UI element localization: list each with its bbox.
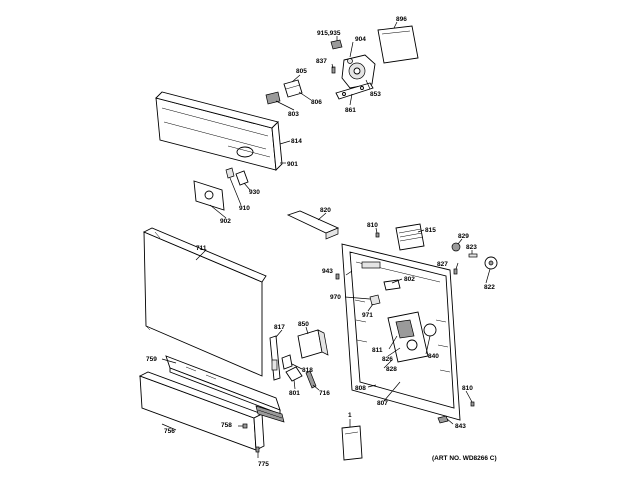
label-716: 716 bbox=[319, 390, 330, 397]
label-822: 822 bbox=[484, 284, 495, 291]
label-943: 943 bbox=[322, 268, 333, 275]
label-758: 758 bbox=[221, 422, 232, 429]
part-843-hinge bbox=[437, 415, 449, 424]
label-711: 711 bbox=[196, 245, 207, 252]
label-775: 775 bbox=[258, 461, 269, 468]
part-829-gear bbox=[451, 242, 461, 252]
part-820-bracket bbox=[286, 210, 340, 240]
part-810-screw-top bbox=[375, 232, 380, 238]
label-818: 818 bbox=[302, 367, 313, 374]
part-756-toe-kick bbox=[138, 371, 285, 451]
part-802-latch bbox=[383, 279, 401, 291]
label-802: 802 bbox=[404, 276, 415, 283]
part-896-panel bbox=[377, 25, 419, 64]
label-896: 896 bbox=[396, 16, 407, 23]
part-850-module bbox=[297, 329, 329, 359]
label-930: 930 bbox=[249, 189, 260, 196]
label-850: 850 bbox=[298, 321, 309, 328]
label-904: 904 bbox=[355, 36, 366, 43]
label-837: 837 bbox=[316, 58, 327, 65]
label-756: 756 bbox=[164, 428, 175, 435]
label-915-935: 915,935 bbox=[317, 30, 341, 37]
label-1: 1 bbox=[348, 412, 352, 419]
label-817: 817 bbox=[274, 324, 285, 331]
part-915-935-knob bbox=[330, 39, 343, 50]
label-823: 823 bbox=[466, 244, 477, 251]
label-759: 759 bbox=[146, 356, 157, 363]
part-930-button bbox=[235, 170, 249, 186]
part-775-screw bbox=[255, 446, 260, 453]
part-971-switch bbox=[369, 294, 381, 306]
part-716-pin bbox=[305, 370, 317, 389]
label-810-top: 810 bbox=[367, 222, 378, 229]
part-822-pulley bbox=[484, 256, 498, 270]
part-815-vent bbox=[395, 223, 425, 251]
label-861: 861 bbox=[345, 107, 356, 114]
part-837-screw bbox=[331, 66, 336, 74]
part-910-clip bbox=[225, 167, 235, 179]
part-901-control-panel bbox=[155, 91, 283, 171]
part-817-bracket bbox=[269, 335, 281, 381]
label-811: 811 bbox=[372, 347, 383, 354]
label-815: 815 bbox=[425, 227, 436, 234]
label-970: 970 bbox=[330, 294, 341, 301]
label-805: 805 bbox=[296, 68, 307, 75]
label-810-bottom: 810 bbox=[462, 385, 473, 392]
label-829: 829 bbox=[458, 233, 469, 240]
label-820: 820 bbox=[320, 207, 331, 214]
label-843: 843 bbox=[455, 423, 466, 430]
part-861-bracket bbox=[335, 82, 374, 100]
part-758-clip bbox=[242, 423, 248, 429]
art-number: (ART NO. WD8266 C) bbox=[432, 455, 497, 462]
label-807: 807 bbox=[377, 400, 388, 407]
part-1-manual bbox=[341, 425, 363, 461]
part-810-screw-bottom bbox=[470, 401, 475, 407]
label-827: 827 bbox=[437, 261, 448, 268]
label-814: 814 bbox=[291, 138, 302, 145]
label-910: 910 bbox=[239, 205, 250, 212]
label-901: 901 bbox=[287, 161, 298, 168]
label-828: 828 bbox=[386, 366, 397, 373]
part-943-screw bbox=[335, 273, 340, 280]
label-806: 806 bbox=[311, 99, 322, 106]
part-902-bracket bbox=[193, 180, 225, 211]
label-840: 840 bbox=[428, 353, 439, 360]
label-971: 971 bbox=[362, 312, 373, 319]
part-823-spring bbox=[468, 253, 478, 258]
part-827-screw bbox=[453, 268, 458, 275]
part-818-latch bbox=[281, 354, 293, 370]
part-711-outer-door bbox=[142, 227, 267, 377]
label-803: 803 bbox=[288, 111, 299, 118]
part-759-access-panel bbox=[165, 355, 281, 415]
label-853: 853 bbox=[370, 91, 381, 98]
label-902: 902 bbox=[220, 218, 231, 225]
label-801: 801 bbox=[289, 390, 300, 397]
part-904-timer bbox=[341, 54, 376, 89]
label-808: 808 bbox=[355, 385, 366, 392]
label-826: 826 bbox=[382, 356, 393, 363]
part-801-spring bbox=[285, 366, 303, 382]
part-805-switch bbox=[283, 79, 303, 98]
